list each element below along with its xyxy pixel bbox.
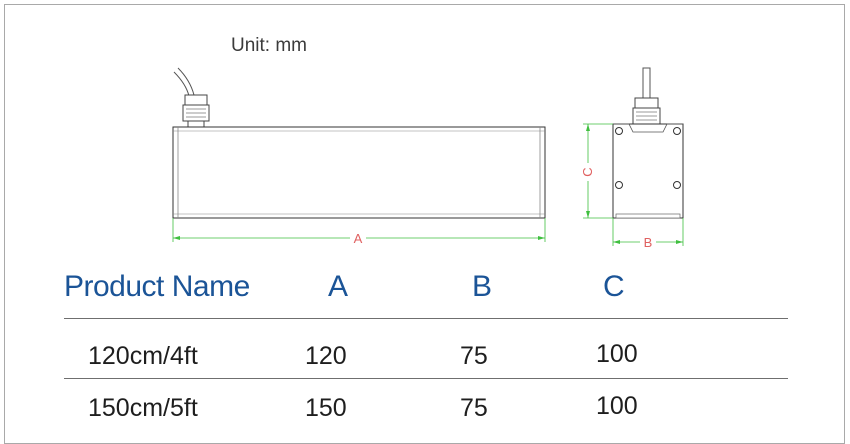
cell-b: 75 xyxy=(460,394,488,422)
header-c: C xyxy=(603,270,625,303)
screw-icon xyxy=(673,127,681,135)
table-divider xyxy=(64,378,788,379)
dimension-label-c: C xyxy=(580,167,595,176)
dimension-label-a: A xyxy=(354,231,363,246)
cell-product-name: 120cm/4ft xyxy=(88,342,198,370)
side-view: C B xyxy=(580,67,684,250)
front-view: A xyxy=(172,67,546,246)
cell-a: 120 xyxy=(305,342,347,370)
screw-icon xyxy=(615,181,623,189)
header-product-name: Product Name xyxy=(64,270,250,303)
product-dimension-drawing: A C B xyxy=(172,67,684,250)
screw-icon xyxy=(615,127,623,135)
cable-gland xyxy=(184,94,208,106)
header-b: B xyxy=(472,270,492,303)
header-a: A xyxy=(328,270,348,303)
side-cable-gland xyxy=(634,97,659,109)
screw-icon xyxy=(673,181,681,189)
side-body xyxy=(612,123,684,219)
table-divider xyxy=(64,318,788,319)
cell-product-name: 150cm/5ft xyxy=(88,394,198,422)
cell-c: 100 xyxy=(596,340,638,368)
cell-a: 150 xyxy=(305,394,347,422)
cell-c: 100 xyxy=(596,392,638,420)
fixture-body xyxy=(172,126,546,219)
dimension-label-b: B xyxy=(644,235,653,250)
unit-label: Unit: mm xyxy=(231,35,307,56)
cell-b: 75 xyxy=(460,342,488,370)
